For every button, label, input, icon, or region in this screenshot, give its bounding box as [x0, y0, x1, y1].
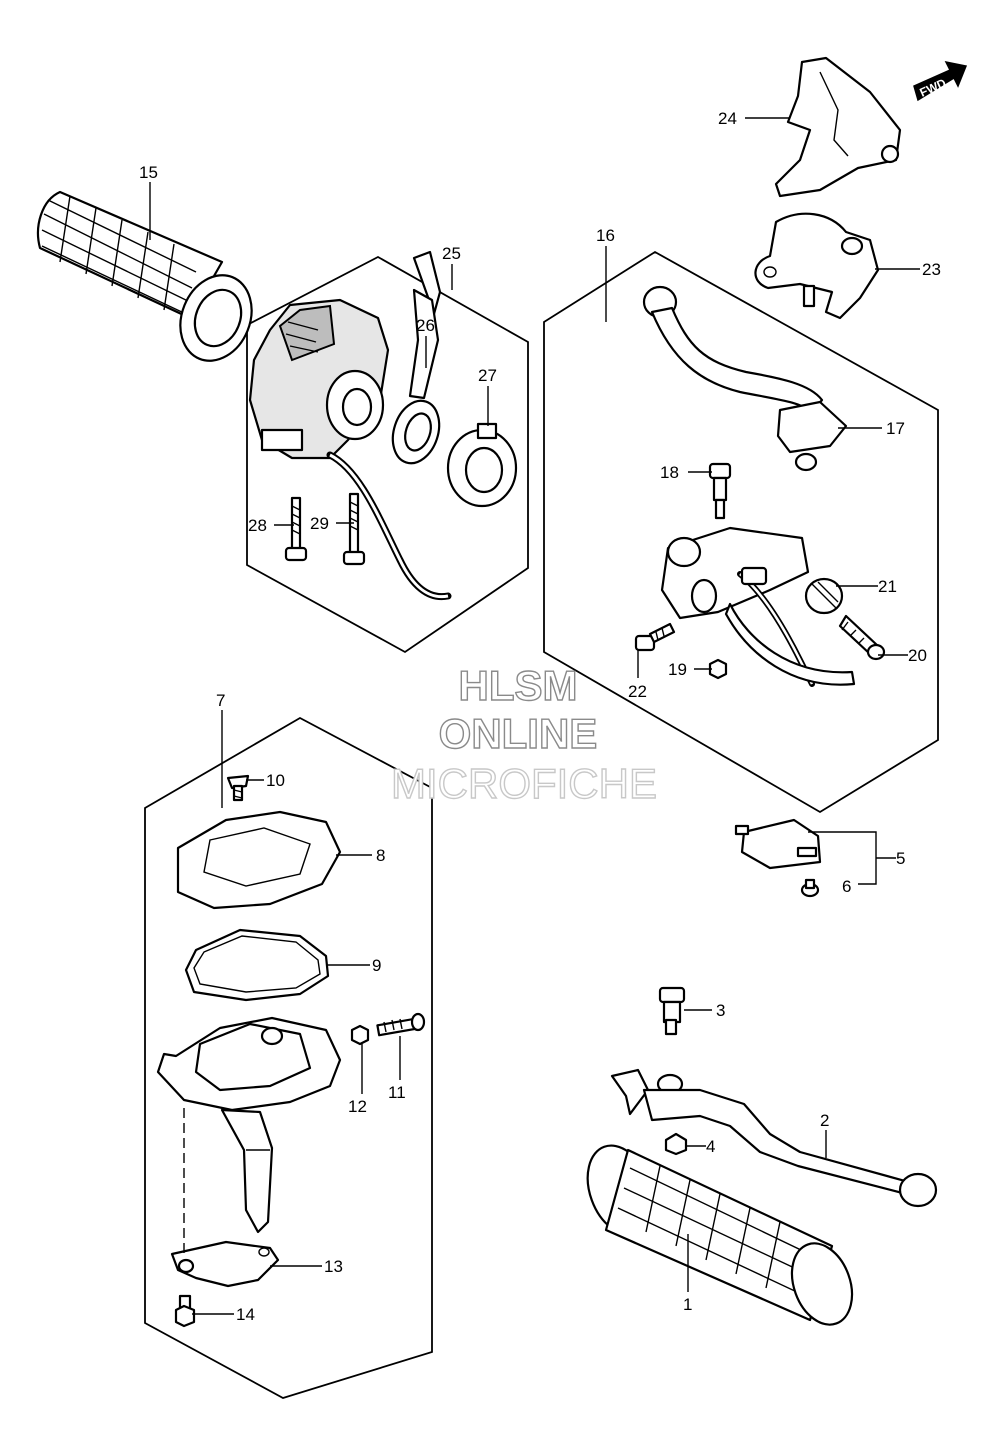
watermark-line-2: ONLINE [439, 710, 598, 757]
watermark-line-1: HLSM [459, 662, 578, 709]
choke-lever [391, 250, 442, 465]
callout-18: 18 [660, 463, 679, 482]
callout-numbers: 1 2 3 4 5 6 7 8 9 10 11 12 13 14 15 16 1… [139, 109, 941, 1324]
callout-7: 7 [216, 691, 225, 710]
callout-22: 22 [628, 682, 647, 701]
screw-28 [284, 496, 308, 562]
clutch-lever [642, 284, 848, 472]
callout-15: 15 [139, 163, 158, 182]
callout-16: 16 [596, 226, 615, 245]
bolt-22 [634, 622, 676, 652]
callout-13: 13 [324, 1257, 343, 1276]
brake-lever [610, 1068, 938, 1208]
callout-25: 25 [442, 244, 461, 263]
callout-12: 12 [348, 1097, 367, 1116]
callout-6: 6 [842, 877, 851, 896]
screw-11 [376, 1012, 426, 1037]
callout-14: 14 [236, 1305, 255, 1324]
bolt-14 [174, 1294, 196, 1328]
cover-21 [804, 577, 844, 615]
master-cylinder-body [156, 1016, 342, 1234]
leader-lines [149, 117, 920, 1315]
watermark: HLSM ONLINE MICROFICHE [390, 661, 657, 807]
reservoir-cap [176, 810, 342, 910]
callout-10: 10 [266, 771, 285, 790]
callout-8: 8 [376, 846, 385, 865]
lever-cover-13 [170, 1240, 280, 1288]
callout-24: 24 [718, 109, 737, 128]
callout-26: 26 [416, 316, 435, 335]
callout-11: 11 [388, 1083, 406, 1102]
pivot-bolt-18 [708, 462, 732, 520]
callout-20: 20 [908, 646, 927, 665]
callout-29: 29 [310, 514, 329, 533]
callout-2: 2 [820, 1111, 829, 1130]
grip-left [36, 190, 253, 362]
callout-28: 28 [248, 516, 267, 535]
nut-4 [664, 1132, 688, 1156]
screw-20 [838, 614, 886, 661]
watermark-line-3: MICROFICHE [391, 760, 657, 807]
callout-4: 4 [706, 1137, 715, 1156]
callout-5: 5 [896, 849, 905, 868]
callout-27: 27 [478, 366, 497, 385]
pivot-bolt-3 [658, 986, 686, 1036]
callout-1: 1 [683, 1295, 692, 1314]
screw-29 [342, 492, 366, 566]
callout-21: 21 [878, 577, 897, 596]
callout-17: 17 [886, 419, 905, 438]
callout-23: 23 [922, 260, 941, 279]
callout-3: 3 [716, 1001, 725, 1020]
lever-switch [734, 818, 822, 870]
switch-housing [248, 298, 452, 601]
diaphragm [184, 928, 330, 1002]
callout-9: 9 [372, 956, 381, 975]
assembly-box-7 [144, 716, 433, 1399]
assembly-box-16 [543, 250, 939, 814]
screw-6 [800, 878, 820, 898]
fwd-label: FWD [918, 76, 949, 100]
switch-collar [446, 422, 518, 508]
assembly-box-25 [246, 255, 529, 654]
lever-guard [774, 56, 902, 198]
nut-12 [350, 1024, 370, 1046]
grip-right [586, 1144, 854, 1326]
master-cylinder-perch [660, 526, 856, 687]
callout-19: 19 [668, 660, 687, 679]
lever-bracket [754, 212, 880, 320]
nut-19 [708, 658, 728, 680]
screw-10 [226, 774, 250, 802]
fwd-arrow-icon: FWD [913, 60, 968, 102]
